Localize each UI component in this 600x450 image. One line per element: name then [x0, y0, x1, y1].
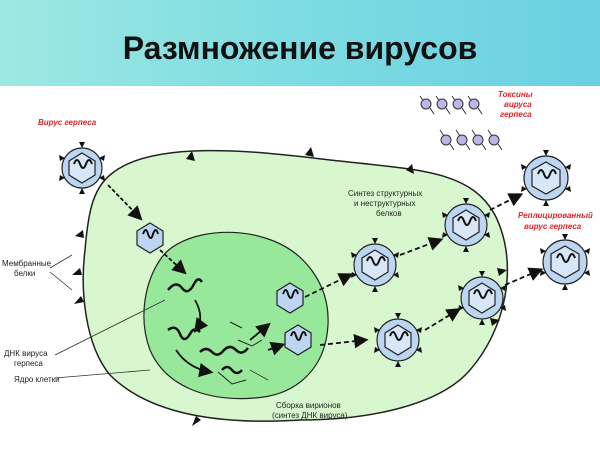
slide-title: Размножение вирусов: [122, 30, 478, 66]
label-replicated-2: вирус герпеса: [524, 222, 582, 231]
virion-budding-1: [442, 198, 490, 252]
label-dna-2: герпеса: [14, 359, 43, 368]
cell-nucleus: [143, 231, 329, 400]
label-synthesis-3: белков: [376, 209, 402, 218]
label-replicated-1: Реплицированный: [518, 211, 593, 220]
label-toxins-3: герпеса: [500, 110, 532, 119]
virion-released-2: [540, 234, 590, 290]
label-synthesis-2: и неструктурных: [354, 199, 415, 208]
capsid-nucleus-2: [284, 324, 312, 356]
label-membrane-1: Мембранные: [2, 259, 52, 268]
toxin-molecules: [419, 95, 503, 151]
assembly-strands: [217, 321, 263, 385]
capsid-entering: [136, 222, 164, 254]
label-dna-1: ДНК вируса: [4, 349, 48, 358]
virion-budding-2: [458, 271, 506, 325]
label-leaders: [49, 254, 269, 381]
label-herpes-virus: Вирус герпеса: [38, 118, 97, 127]
process-arrows: [107, 184, 544, 378]
virion-released-1: [521, 150, 571, 206]
label-toxins-1: Токсины: [498, 90, 533, 99]
label-membrane-2: белки: [14, 269, 35, 278]
label-assembly-1: Сборка вирионов: [276, 401, 341, 410]
virion-synthesis-2: [374, 313, 422, 367]
label-toxins-2: вируса: [504, 100, 532, 109]
label-synthesis-1: Синтез структурных: [348, 189, 422, 198]
title-bar: [0, 0, 600, 86]
membrane-proteins: [72, 147, 507, 426]
label-nucleus: Ядро клетки: [14, 375, 60, 384]
virion-entering: [59, 142, 105, 194]
label-assembly-2: (синтез ДНК вируса): [272, 411, 348, 420]
capsid-nucleus-1: [276, 282, 304, 314]
virion-synthesis-1: [351, 238, 399, 292]
